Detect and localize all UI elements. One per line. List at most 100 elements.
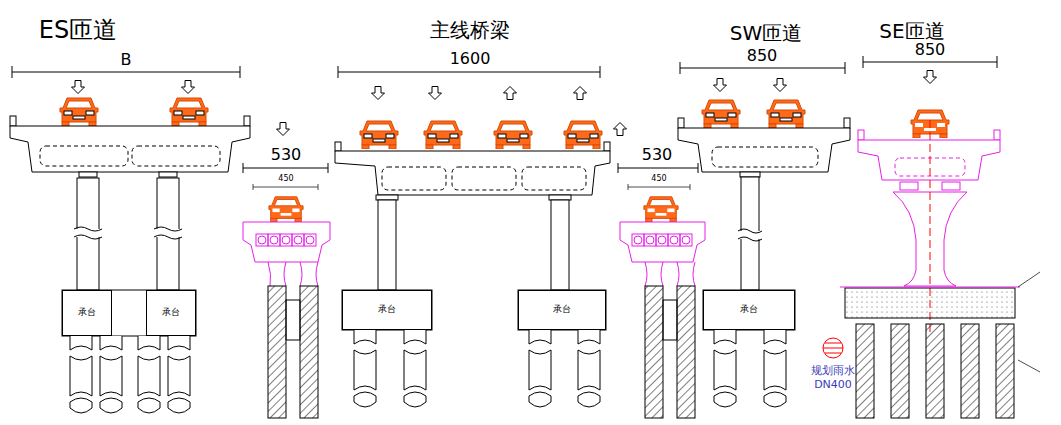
drawing-rect	[926, 324, 944, 418]
drawing-circle	[658, 236, 666, 244]
drawing-rect	[703, 290, 795, 330]
dimension-label: 1600	[450, 50, 491, 68]
drawing-line	[997, 56, 998, 68]
drawing-line	[12, 72, 240, 73]
section-title: ES匝道	[39, 17, 117, 43]
drawing-circle	[282, 236, 290, 244]
drawing-polygon	[243, 222, 330, 262]
drawing-line	[1018, 360, 1040, 372]
drawing-circle	[646, 236, 654, 244]
drawing-line	[863, 56, 864, 68]
drawing-use	[360, 121, 398, 149]
dimension-label: 450	[278, 175, 293, 184]
drawing-rect	[663, 300, 677, 340]
drawing-path	[823, 343, 843, 353]
drawing-use	[574, 87, 587, 100]
drawing-line	[618, 168, 698, 169]
drawing-rect	[942, 182, 960, 190]
drawing-rect	[300, 286, 318, 418]
dimension-label: 450	[651, 175, 666, 184]
cap-label: 承台	[553, 305, 571, 315]
drawing-rect	[40, 146, 128, 166]
drawing-use	[168, 336, 190, 413]
section-title: SW匝道	[730, 22, 802, 44]
drawing-line	[12, 66, 13, 78]
se-ramp	[823, 56, 1040, 418]
drawing-circle	[306, 236, 314, 244]
drawing-use	[70, 336, 92, 413]
drawing-polygon	[620, 222, 705, 262]
drawing-use	[269, 197, 303, 222]
pipe-label: DN400	[814, 379, 852, 391]
drawing-use	[564, 121, 602, 149]
drawing-rect	[845, 288, 1015, 318]
drawing-rect	[740, 172, 760, 177]
pile-cap: 承台	[703, 290, 795, 330]
cap-label: 承台	[740, 305, 758, 315]
drawing-use	[764, 330, 786, 407]
sw-ramp	[678, 62, 850, 407]
drawing-rect	[518, 290, 606, 330]
drawing-use	[170, 98, 208, 126]
cap-label: 承台	[162, 308, 180, 318]
drawing-rect	[858, 130, 864, 140]
drawing-use	[644, 197, 678, 222]
drawing-use	[614, 123, 627, 136]
drawing-g	[632, 234, 695, 286]
drawing-line	[328, 163, 329, 173]
drawing-path	[738, 229, 762, 241]
drawing-rect	[452, 167, 516, 190]
drawing-use	[404, 330, 426, 407]
drawing-circle	[823, 338, 843, 358]
drawing-line	[863, 62, 997, 63]
drawing-rect	[62, 290, 196, 336]
drawing-circle	[294, 236, 302, 244]
drawing-line	[698, 163, 699, 173]
drawing-line	[1018, 272, 1040, 287]
drawing-line	[840, 287, 1020, 288]
drawing-use	[714, 79, 727, 92]
drawing-rect	[378, 200, 396, 290]
es-ramp	[10, 66, 250, 413]
drawing-line	[845, 62, 846, 74]
drawing-rect	[844, 118, 850, 128]
drawing-rect	[280, 234, 292, 246]
drawing-use	[354, 330, 376, 407]
drawing-rect	[132, 146, 220, 166]
dimension-label: 530	[642, 146, 673, 164]
drawing-use	[578, 330, 600, 407]
drawing-rect	[10, 116, 16, 126]
drawing-path	[74, 227, 102, 239]
drawing-polygon	[10, 126, 250, 172]
drawing-rect	[79, 172, 97, 177]
drawing-line	[318, 184, 319, 190]
drawing-use	[424, 121, 462, 149]
cap-label: 承台	[378, 305, 396, 315]
drawing-rect	[632, 234, 644, 246]
pile-cap: 承台	[518, 290, 606, 330]
drawing-rect	[891, 324, 909, 418]
drawing-line	[243, 163, 244, 173]
drawing-circle	[270, 236, 278, 244]
drawing-rect	[677, 286, 695, 418]
drawing-use	[138, 336, 160, 413]
drawing-use	[429, 87, 442, 100]
drawing-rect	[680, 234, 692, 246]
drawing-rect	[286, 300, 300, 340]
drawing-rect	[292, 234, 304, 246]
drawing-use	[494, 121, 532, 149]
dimension-label: 850	[915, 41, 946, 59]
drawing-polygon	[858, 140, 1000, 180]
drawing-rect	[342, 290, 432, 330]
drawing-rect	[604, 142, 610, 151]
drawing-rect	[551, 200, 569, 290]
drawing-rect	[304, 234, 316, 246]
small-ramp-right	[614, 123, 706, 419]
pile-cap: 承台	[146, 290, 196, 336]
drawing-rect	[335, 142, 341, 151]
drawing-use	[774, 79, 787, 92]
drawing-line	[240, 66, 241, 78]
drawing-line	[253, 187, 318, 188]
